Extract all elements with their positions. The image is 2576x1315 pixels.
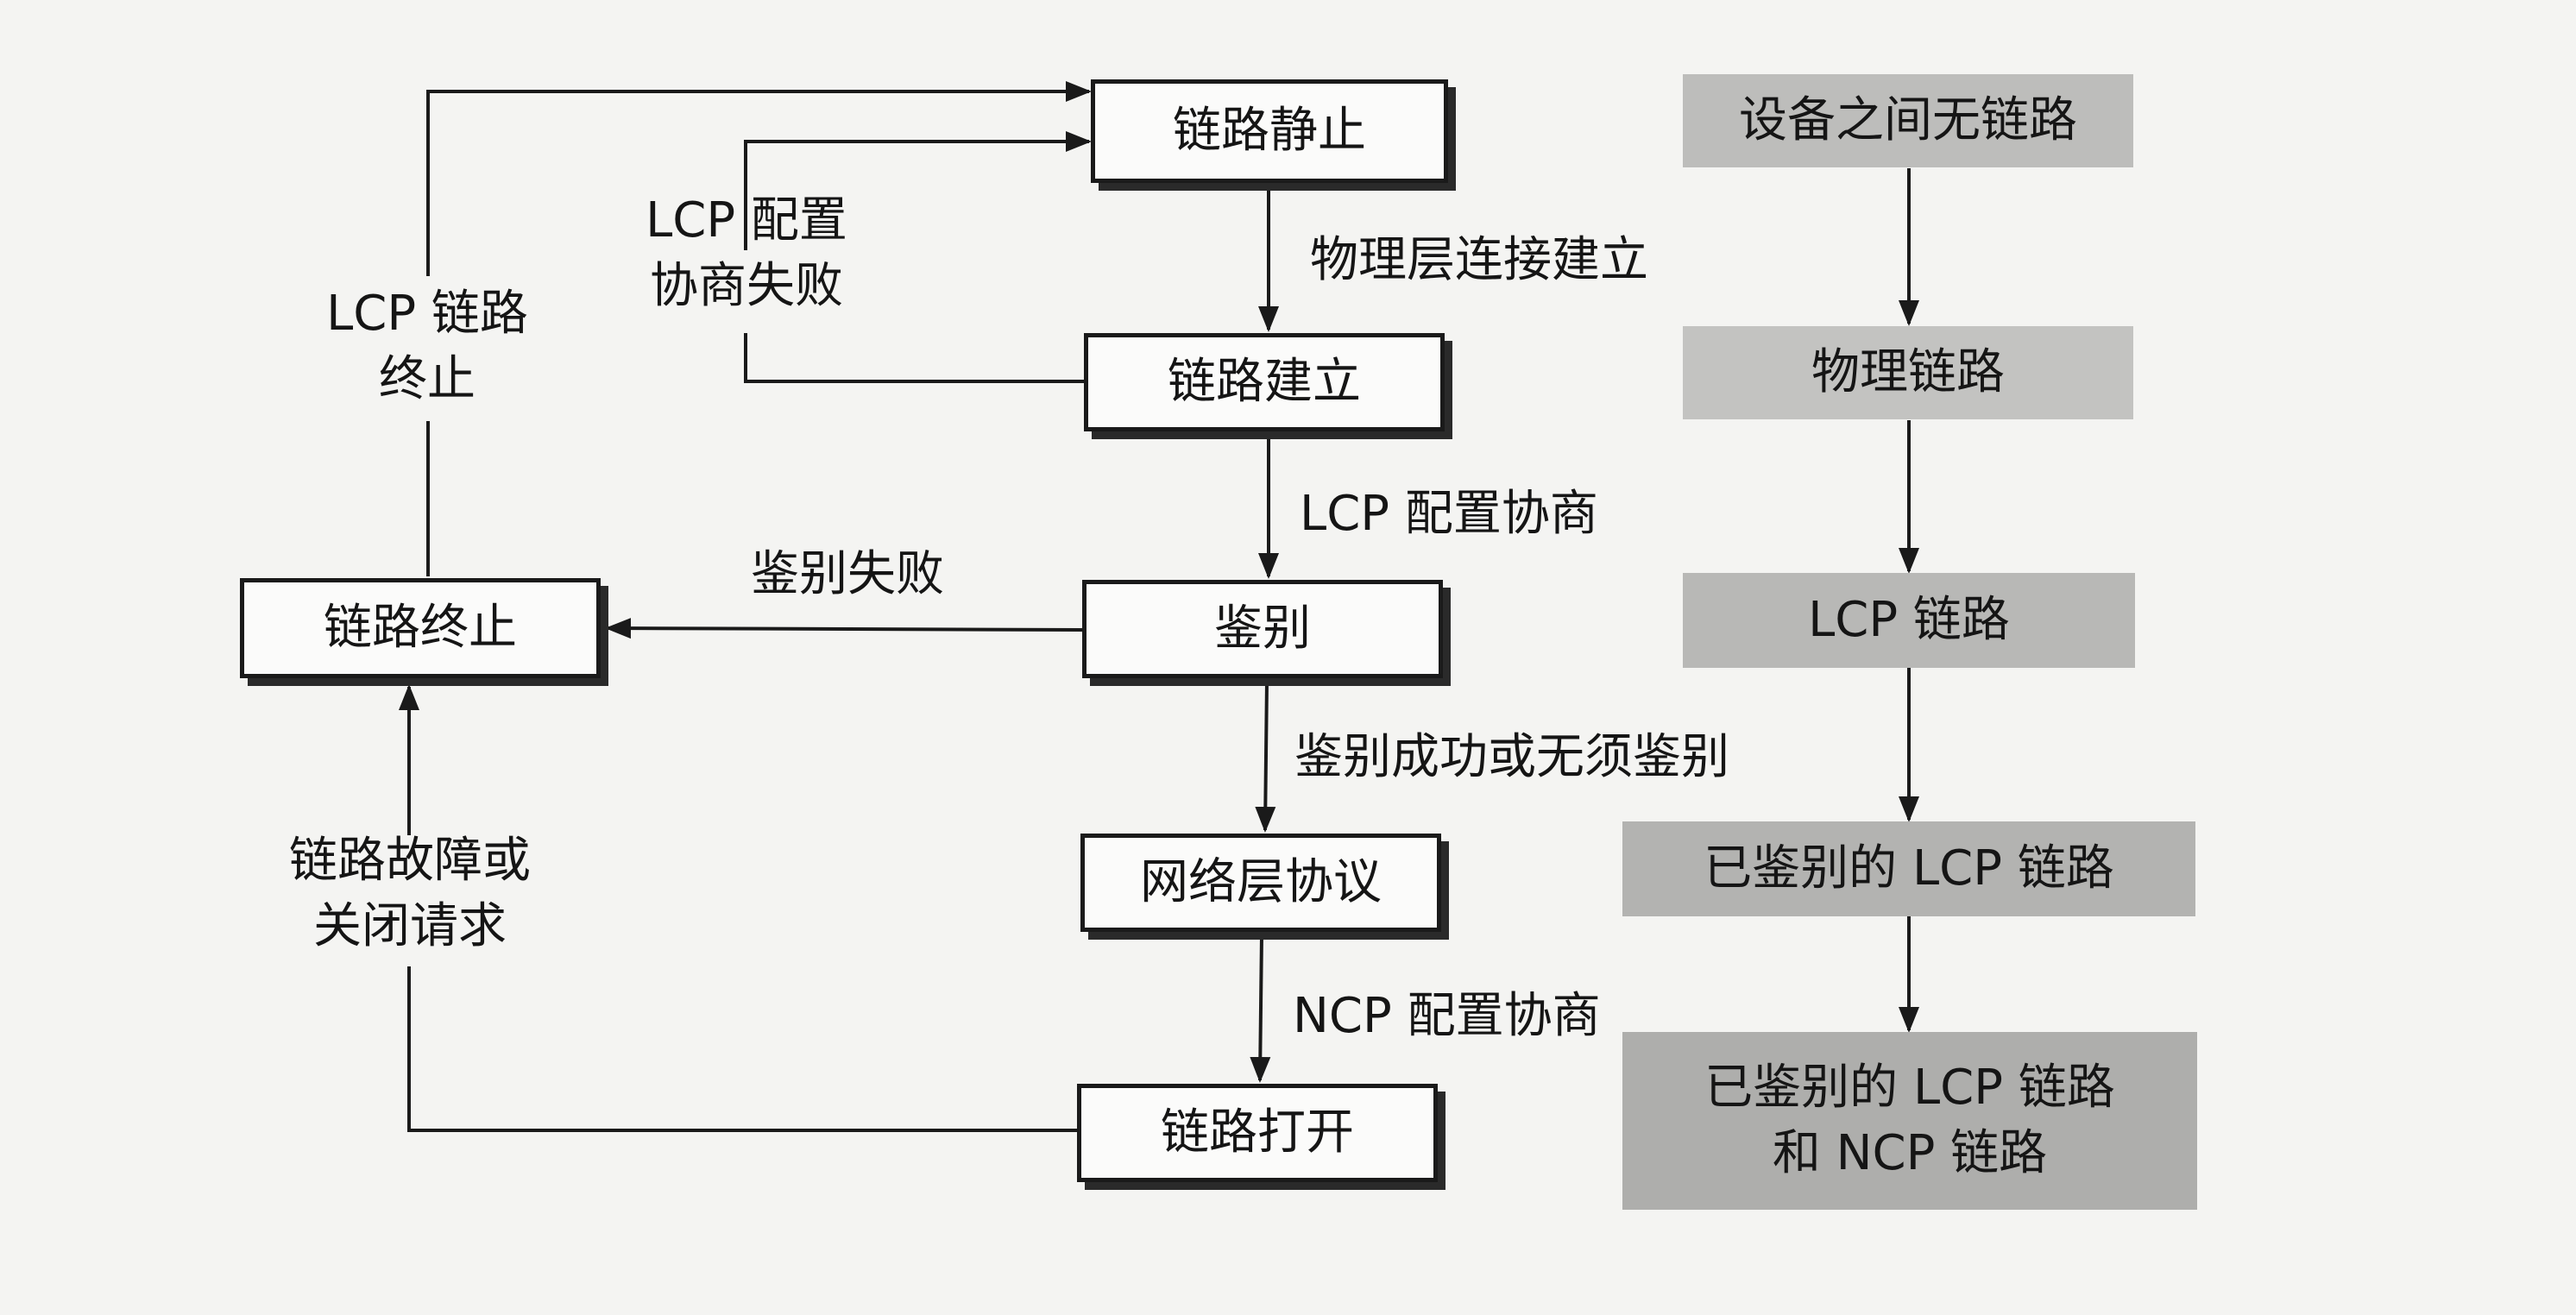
label-link-fault-line2: 关闭请求 xyxy=(313,897,507,954)
label-lcp-fail-line2: 协商失败 xyxy=(650,257,843,314)
state-link-establish-label: 链路建立 xyxy=(1168,354,1361,411)
phase-auth-lcp-link-label: 已鉴别的 LCP 链路 xyxy=(1704,840,2114,897)
phase-physical-link-label: 物理链路 xyxy=(1811,344,2005,401)
arrow-establish-to-dead xyxy=(744,333,1084,383)
state-link-open-label: 链路打开 xyxy=(1161,1104,1354,1161)
label-ncp-negotiation: NCP 配置协商 xyxy=(1293,988,1601,1044)
phase-auth-lcp-ncp-link: 已鉴别的 LCP 链路 和 NCP 链路 xyxy=(1622,1032,2197,1210)
phase-lcp-link-label: LCP 链路 xyxy=(1808,592,2010,649)
state-link-terminate: 链路终止 xyxy=(240,578,601,678)
phase-auth-lcp-link: 已鉴别的 LCP 链路 xyxy=(1622,821,2195,916)
state-authenticate: 鉴别 xyxy=(1082,580,1443,678)
state-network-layer: 网络层协议 xyxy=(1080,834,1441,932)
label-lcp-fail-line1: LCP 配置 xyxy=(646,192,847,249)
arrow-auth-to-terminate xyxy=(605,618,1085,639)
label-auth-fail: 鉴别失败 xyxy=(751,546,944,602)
state-link-open: 链路打开 xyxy=(1077,1084,1438,1182)
phase-physical-link: 物理链路 xyxy=(1683,326,2133,419)
arrow-network-to-open xyxy=(1250,934,1271,1083)
state-link-dead: 链路静止 xyxy=(1091,79,1448,183)
phase-auth-lcp-ncp-line1: 已鉴别的 LCP 链路 xyxy=(1704,1060,2115,1117)
state-authenticate-label: 鉴别 xyxy=(1214,601,1311,658)
label-lcp-negotiation: LCP 配置协商 xyxy=(1300,486,1598,542)
state-network-layer-label: 网络层协议 xyxy=(1140,854,1382,911)
state-link-establish: 链路建立 xyxy=(1084,333,1445,431)
arrow-auth-to-network xyxy=(1255,681,1276,833)
label-lcp-fail: LCP 配置 协商失败 xyxy=(630,188,863,318)
label-link-fault-line1: 链路故障或 xyxy=(289,833,531,889)
label-lcp-terminate-line2: 终止 xyxy=(379,350,476,407)
phase-lcp-link: LCP 链路 xyxy=(1683,573,2135,668)
label-lcp-terminate-line1: LCP 链路 xyxy=(326,286,528,342)
arrow-open-to-terminate xyxy=(407,966,1080,1132)
phase-no-link-label: 设备之间无链路 xyxy=(1739,92,2077,149)
state-link-terminate-label: 链路终止 xyxy=(324,600,517,657)
phase-no-link: 设备之间无链路 xyxy=(1683,74,2133,167)
state-link-dead-label: 链路静止 xyxy=(1173,103,1366,160)
label-physical-up: 物理层连接建立 xyxy=(1310,232,1648,288)
phase-auth-lcp-ncp-line2: 和 NCP 链路 xyxy=(1772,1125,2048,1181)
label-link-fault: 链路故障或 关闭请求 xyxy=(259,828,561,959)
label-lcp-terminate: LCP 链路 终止 xyxy=(302,281,552,412)
label-auth-success: 鉴别成功或无须鉴别 xyxy=(1294,729,1729,785)
